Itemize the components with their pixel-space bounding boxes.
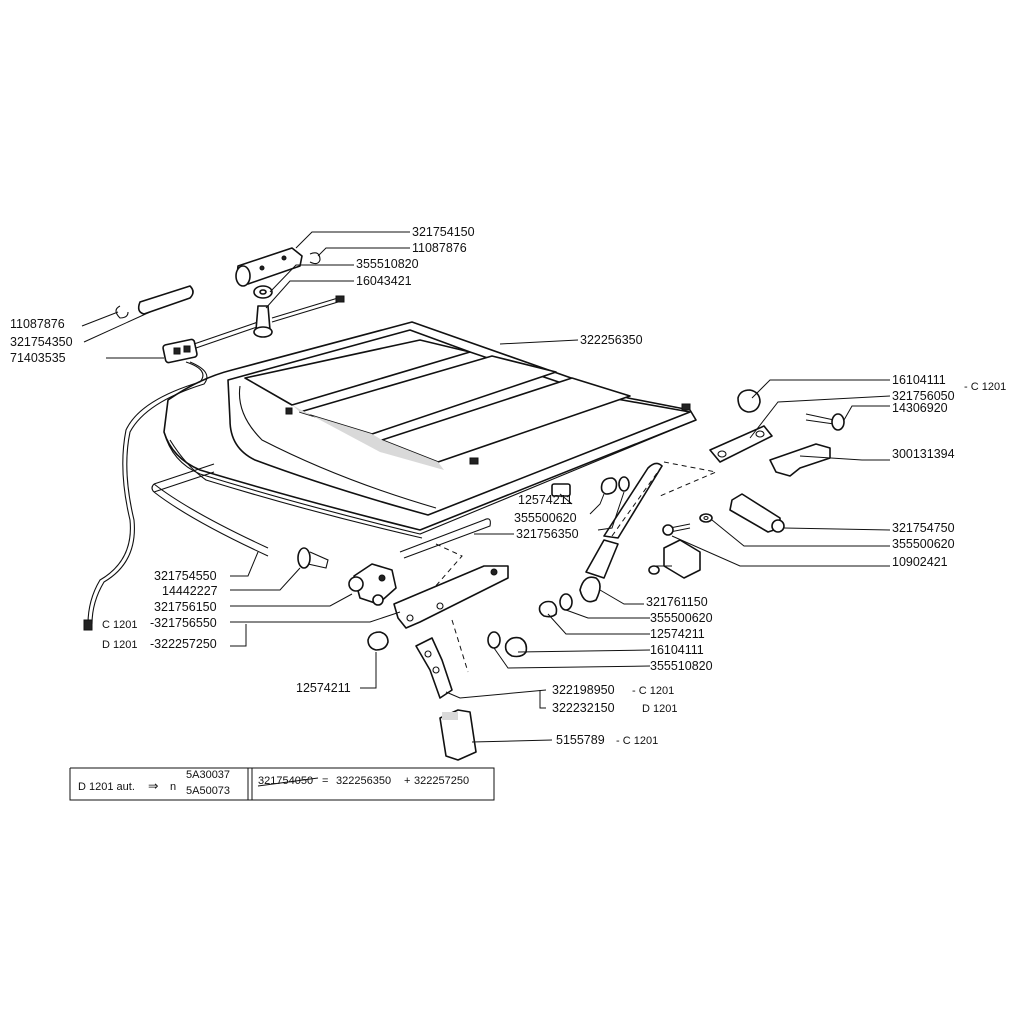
right-hardware <box>551 389 845 603</box>
label-71403535: 71403535 <box>10 351 66 365</box>
footnote-part-a: 322256350 <box>336 775 391 787</box>
label-321754750: 321754750 <box>892 521 955 535</box>
label-12574211-mid: 12574211 <box>518 493 573 507</box>
label-10902421: 10902421 <box>892 555 948 569</box>
lower-hinge-assembly <box>297 518 573 761</box>
label-d1201-prefix: D 1201 <box>102 639 137 651</box>
label-322232150: 322232150 <box>552 701 615 715</box>
footnote-plus: + <box>404 775 410 787</box>
label-321756550: -321756550 <box>150 616 217 630</box>
footnote-strike <box>257 777 319 787</box>
label-322257250: -322257250 <box>150 637 217 651</box>
label-321756050-suffix: - C 1201 <box>964 381 1006 393</box>
label-300131394: 300131394 <box>892 447 955 461</box>
label-321754550: 321754550 <box>154 569 217 583</box>
label-355510820-bottom: 355510820 <box>650 659 713 673</box>
label-355510820-top: 355510820 <box>356 257 419 271</box>
footnote-serial-from: 5A30037 <box>186 769 230 781</box>
label-5155789-suffix: - C 1201 <box>616 735 658 747</box>
footnote-prefix: D 1201 aut. <box>78 781 135 793</box>
part-labels: 321754150 11087876 355510820 16043421 11… <box>10 225 1006 747</box>
label-322256350: 322256350 <box>580 333 643 347</box>
label-322232150-suffix: D 1201 <box>642 703 677 715</box>
cable-switch <box>83 321 261 631</box>
label-321754350: 321754350 <box>10 335 73 349</box>
roof-panel <box>163 321 697 539</box>
label-321754150: 321754150 <box>412 225 475 239</box>
label-321756050: 321756050 <box>892 389 955 403</box>
label-355500620-right: 355500620 <box>892 537 955 551</box>
footnote-equals: = <box>322 775 328 787</box>
label-321761150: 321761150 <box>646 595 708 609</box>
label-321756150: 321756150 <box>154 600 217 614</box>
label-321756350: 321756350 <box>516 527 579 541</box>
label-14442227: 14442227 <box>162 584 218 598</box>
label-12574211-bottom: 12574211 <box>650 627 705 641</box>
footnote-n: n <box>170 781 176 793</box>
label-5155789: 5155789 <box>556 733 605 747</box>
label-16104111-bottom: 16104111 <box>650 643 704 657</box>
label-355500620-bottom: 355500620 <box>650 611 713 625</box>
footnote-box: D 1201 aut. ⇒ n 5A30037 5A50073 32175405… <box>69 767 495 801</box>
label-11087876-left: 11087876 <box>10 317 65 331</box>
seal-strip <box>151 463 269 557</box>
label-c1201-prefix: C 1201 <box>102 619 137 631</box>
label-16104111-right: 16104111 <box>892 373 946 387</box>
label-322198950: 322198950 <box>552 683 615 697</box>
footnote-serial-to: 5A50073 <box>186 785 230 797</box>
label-14306920: 14306920 <box>892 401 948 415</box>
footnote-part-b: 322257250 <box>414 775 469 787</box>
leader-lines <box>81 231 891 743</box>
label-16043421: 16043421 <box>356 274 412 288</box>
top-hinge-parts <box>115 247 345 338</box>
label-12574211-left: 12574211 <box>296 681 351 695</box>
label-355500620-mid: 355500620 <box>514 511 577 525</box>
label-11087876-top: 11087876 <box>412 241 467 255</box>
label-322198950-suffix: - C 1201 <box>632 685 674 697</box>
footnote-arrow: ⇒ <box>148 779 158 793</box>
